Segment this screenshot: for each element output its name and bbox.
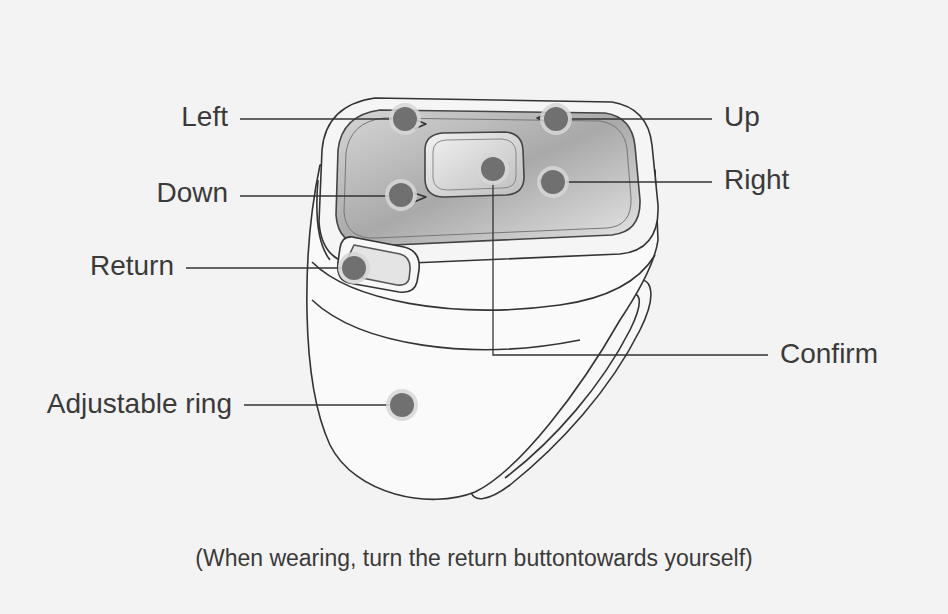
part-label: Confirm <box>780 338 878 370</box>
caption: (When wearing, turn the return buttontow… <box>0 544 948 572</box>
part-label: Return <box>90 250 174 282</box>
part-label: Left <box>181 101 228 133</box>
leader-lines <box>186 119 768 405</box>
part-label: Up <box>724 101 760 133</box>
callout-dots <box>338 103 572 421</box>
part-label: Right <box>724 164 789 196</box>
part-label: Adjustable ring <box>47 388 232 420</box>
part-label: Down <box>156 177 228 209</box>
